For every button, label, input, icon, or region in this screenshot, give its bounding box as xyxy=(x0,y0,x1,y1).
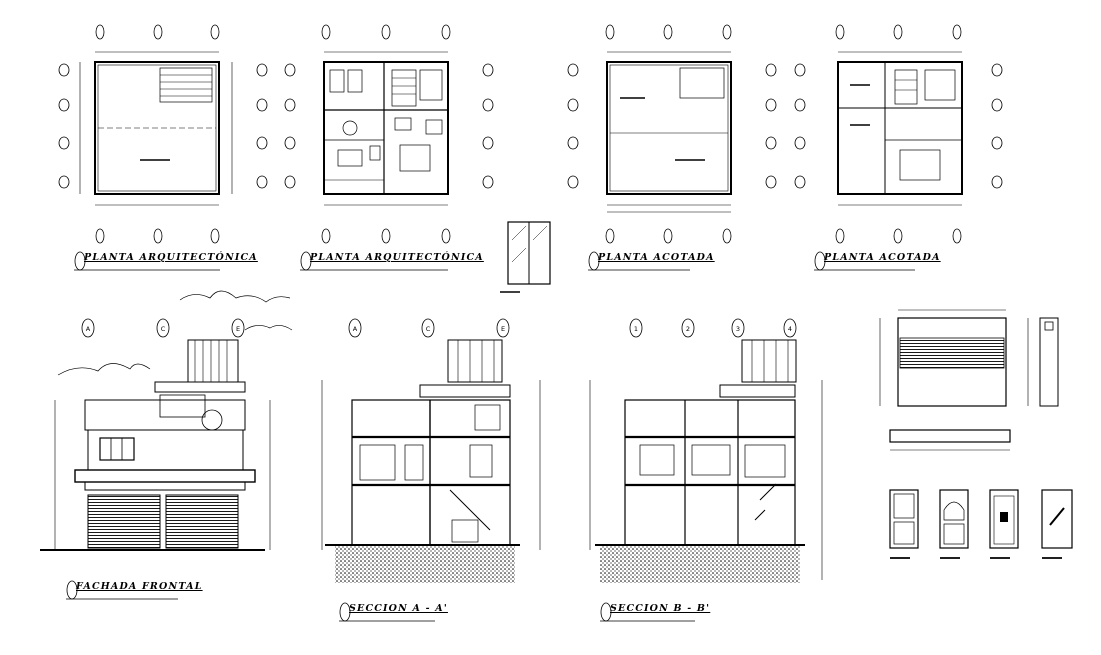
floor-plan-upper xyxy=(323,51,449,206)
grid-bubbles-plan-ground xyxy=(58,24,268,244)
shutter-detail xyxy=(879,309,1059,451)
grid-label-facade-2: E xyxy=(236,325,240,333)
floor-plan-dimensioned-1 xyxy=(606,51,732,213)
door-details xyxy=(889,489,1073,559)
floor-plan-dimensioned-2 xyxy=(837,51,963,206)
grid-labels: A C E A C E 1 2 3 4 xyxy=(86,325,792,333)
grid-label-facade-1: C xyxy=(161,325,166,333)
title-facade: FACHADA FRONTAL xyxy=(76,581,203,592)
grid-label-section-a-1: C xyxy=(426,325,431,333)
title-plan-upper: PLANTA ARQUITECTÓNICA xyxy=(310,252,484,263)
grid-bubbles-plan-dimensioned-1 xyxy=(567,24,777,244)
title-plan-dimensioned-1: PLANTA ACOTADA xyxy=(598,252,715,263)
grid-bubbles-section-b xyxy=(629,318,797,338)
section-b xyxy=(589,339,823,583)
grid-label-section-a-0: A xyxy=(353,325,358,333)
grid-label-section-b-2: 3 xyxy=(736,325,740,333)
floor-plan-ground xyxy=(79,51,233,206)
title-section-a: SECCION A - A' xyxy=(349,603,448,614)
title-section-b: SECCION B - B' xyxy=(610,603,711,614)
grid-label-section-b-1: 2 xyxy=(686,325,690,333)
grid-label-section-a-2: E xyxy=(501,325,505,333)
title-plan-dimensioned-2: PLANTA ACOTADA xyxy=(824,252,941,263)
section-a xyxy=(321,339,541,583)
grid-bubbles-plan-dimensioned-2 xyxy=(794,24,1003,244)
grid-label-facade-0: A xyxy=(86,325,91,333)
title-plan-ground: PLANTA ARQUITECTÓNICA xyxy=(84,252,258,263)
grid-label-section-b-3: 4 xyxy=(788,325,792,333)
title-markers xyxy=(66,251,915,622)
grid-label-section-b-0: 1 xyxy=(634,325,638,333)
grid-bubbles-plan-upper xyxy=(284,24,494,244)
window-detail xyxy=(500,221,551,293)
grid-bubbles-section-a xyxy=(348,318,510,338)
grid-bubbles-facade xyxy=(81,318,245,338)
front-facade xyxy=(40,290,293,551)
